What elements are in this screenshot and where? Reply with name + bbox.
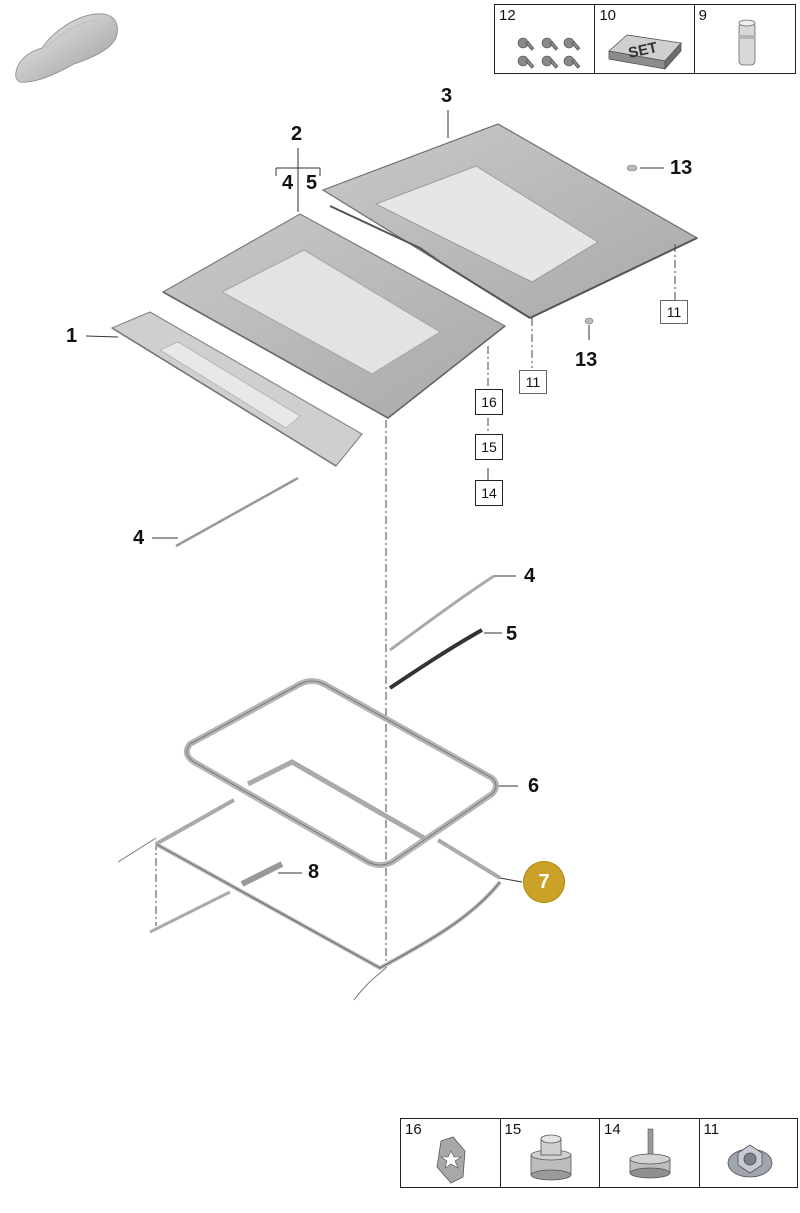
ref-box-15: 15: [475, 434, 503, 460]
set-box-icon: SET: [608, 34, 683, 71]
callout-2: 2: [291, 123, 303, 145]
car-thumbnail-icon: [15, 13, 118, 83]
callout-2-sub-5: 5: [306, 172, 318, 194]
ref-box-16: 16: [475, 389, 503, 415]
legend-cell-16: 16: [401, 1119, 501, 1187]
glass-panel-part-2: [161, 213, 507, 419]
callout-1: 1: [66, 325, 78, 347]
star-washer-icon: [436, 1136, 466, 1184]
legend-cell-15: 15: [501, 1119, 600, 1187]
legend-label: 12: [499, 7, 516, 24]
roof-frame-part-7: [117, 759, 502, 1001]
legend-label: 15: [504, 1121, 522, 1138]
highlighted-part-badge-7[interactable]: 7: [523, 861, 565, 903]
legend-label: 9: [698, 7, 708, 24]
threaded-stud-icon: [629, 1128, 671, 1179]
roof-panel-part-3: [321, 123, 699, 319]
ref-box-11-right: 11: [660, 300, 688, 324]
callout-13-top: 13: [670, 157, 693, 179]
top-parts-legend: 12 10 SET 9: [494, 4, 796, 74]
svg-text:SET: SET: [627, 39, 659, 62]
legend-cell-10: 10 SET: [595, 5, 695, 73]
pin-icon: [738, 19, 756, 66]
callout-6: 6: [528, 775, 540, 797]
legend-label: 10: [599, 7, 617, 24]
leader-lines: [85, 110, 664, 883]
legend-cell-12: 12: [495, 5, 596, 73]
front-panel-part-1: [110, 311, 363, 467]
legend-cell-14: 14: [600, 1119, 700, 1187]
clip-part-13-bottom: [584, 317, 594, 325]
seal-ring-part-6: [183, 678, 499, 868]
seal-part-5: [388, 628, 483, 690]
screws-icon: [517, 37, 581, 69]
callout-4-right: 4: [524, 565, 536, 587]
legend-label: 11: [703, 1121, 720, 1138]
legend-cell-11: 11: [700, 1119, 798, 1187]
flange-nut-icon: [727, 1144, 772, 1178]
trim-strip-part-4-right: [389, 574, 495, 652]
callout-13-bottom: 13: [575, 349, 598, 371]
ref-box-11-left: 11: [519, 370, 547, 394]
dash-dot-lines: [155, 244, 676, 968]
ref-box-14: 14: [475, 480, 503, 506]
callout-5: 5: [506, 623, 518, 645]
legend-cell-9: 9: [695, 5, 795, 73]
callout-4-left: 4: [133, 527, 145, 549]
callout-3: 3: [441, 85, 453, 107]
clip-part-8: [240, 861, 284, 887]
callout-2-sub-4: 4: [282, 172, 294, 194]
bottom-parts-legend: 16 15 14 11: [400, 1118, 798, 1188]
callout-8: 8: [308, 861, 320, 883]
clip-part-13-top: [626, 164, 638, 172]
trim-strip-part-4-left: [175, 476, 299, 548]
knurled-nut-icon: [530, 1134, 571, 1181]
legend-label: 14: [604, 1121, 621, 1138]
legend-label: 16: [405, 1121, 422, 1138]
